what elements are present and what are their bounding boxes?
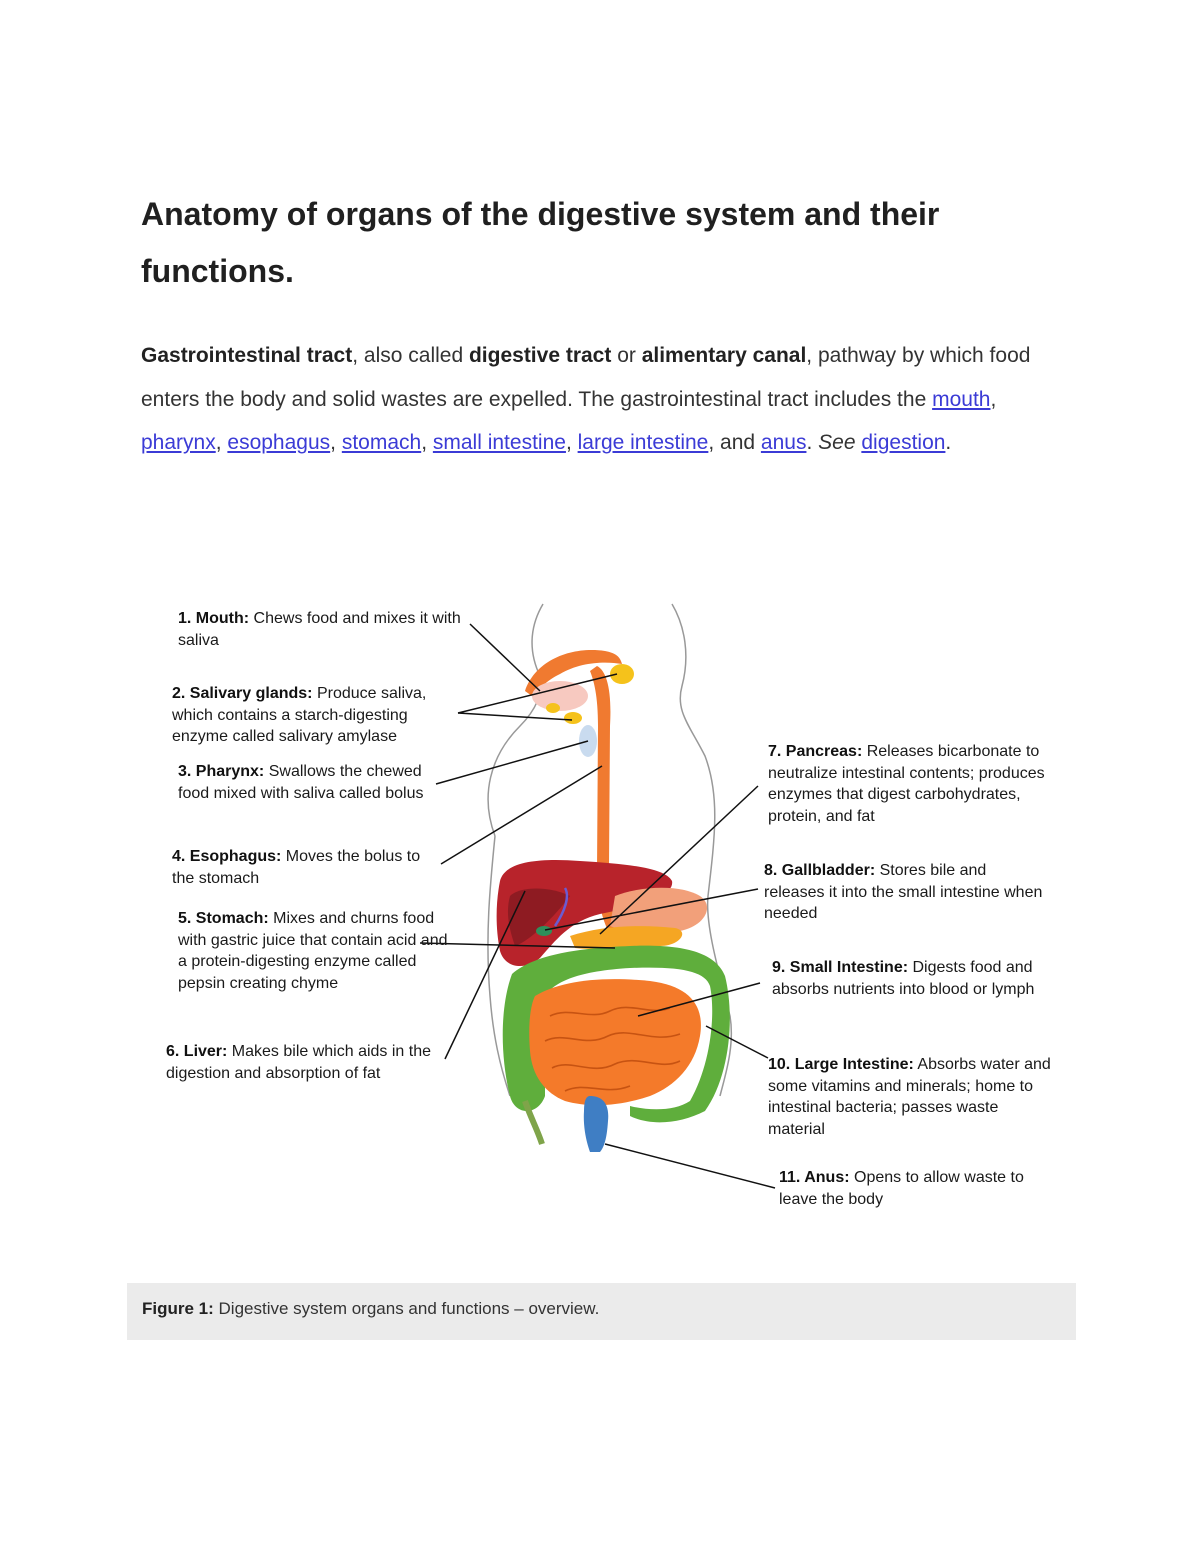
label-liver: 6. Liver: Makes bile which aids in the d… bbox=[166, 1041, 448, 1084]
link-esophagus[interactable]: esophagus bbox=[227, 431, 331, 454]
label-title: 8. Gallbladder: bbox=[764, 862, 876, 879]
label-text: Mixes and churns food with gastric juice… bbox=[178, 910, 448, 992]
leader-line bbox=[705, 1025, 769, 1059]
digestive-system-diagram bbox=[419, 603, 776, 1189]
label-mouth: 1. Mouth: Chews food and mixes it with s… bbox=[178, 608, 468, 651]
link-pharynx[interactable]: pharynx bbox=[141, 431, 216, 454]
label-small-intestine: 9. Small Intestine: Digests food and abs… bbox=[772, 957, 1044, 1000]
rectum bbox=[583, 1096, 609, 1152]
separator: , bbox=[990, 387, 997, 411]
link-small-intestine[interactable]: small intestine bbox=[432, 431, 566, 454]
separator: , bbox=[215, 431, 228, 454]
label-title: 9. Small Intestine: bbox=[772, 959, 909, 976]
separator: , and bbox=[708, 431, 761, 454]
separator: . bbox=[806, 431, 813, 454]
see-text: See bbox=[818, 431, 856, 454]
leader-line bbox=[604, 1143, 776, 1189]
separator: , bbox=[565, 431, 578, 454]
label-text: Absorbs water and some vitamins and mine… bbox=[768, 1056, 1051, 1138]
salivary-gland bbox=[610, 664, 634, 684]
label-salivary-glands: 2. Salivary glands: Produce saliva, whic… bbox=[172, 683, 462, 748]
label-text: Stores bile and releases it into the sma… bbox=[764, 862, 1043, 922]
term-gastrointestinal-tract: Gastrointestinal tract bbox=[141, 344, 353, 367]
digestive-system-figure: 1. Mouth: Chews food and mixes it with s… bbox=[160, 596, 1060, 1216]
label-title: 3. Pharynx: bbox=[178, 763, 265, 780]
label-title: 6. Liver: bbox=[166, 1043, 228, 1060]
small-intestine bbox=[529, 979, 701, 1106]
label-pancreas: 7. Pancreas: Releases bicarbonate to neu… bbox=[768, 741, 1058, 827]
label-text: Chews food and mixes it with saliva bbox=[178, 610, 461, 649]
label-title: 5. Stomach: bbox=[178, 910, 269, 927]
body-outline bbox=[487, 835, 511, 1097]
leader-line bbox=[419, 942, 616, 949]
bile-duct bbox=[553, 887, 569, 927]
term-digestive-tract: digestive tract bbox=[468, 344, 612, 367]
caption-text: Digestive system organs and functions – … bbox=[213, 1299, 600, 1318]
appendix bbox=[522, 1100, 545, 1145]
leader-lines bbox=[419, 623, 776, 1189]
label-text: Produce saliva, which contains a starch-… bbox=[172, 685, 427, 745]
label-stomach: 5. Stomach: Mixes and churns food with g… bbox=[178, 908, 450, 994]
leader-line bbox=[544, 888, 759, 931]
leader-line bbox=[444, 890, 526, 1060]
separator: , bbox=[421, 431, 433, 454]
gallbladder bbox=[536, 926, 552, 936]
label-esophagus: 4. Esophagus: Moves the bolus to the sto… bbox=[172, 846, 444, 889]
intro-text: , pathway by which food enters the body … bbox=[141, 344, 1031, 411]
link-mouth[interactable]: mouth bbox=[932, 387, 991, 411]
caption-label: Figure 1: bbox=[142, 1299, 214, 1318]
liver bbox=[496, 860, 673, 967]
mouth-cavity bbox=[532, 681, 588, 711]
label-title: 2. Salivary glands: bbox=[172, 685, 313, 702]
figure-caption: Figure 1: Digestive system organs and fu… bbox=[127, 1283, 1076, 1340]
leader-line bbox=[637, 982, 761, 1017]
liver-lobe bbox=[507, 888, 570, 946]
label-text: Moves the bolus to the stomach bbox=[172, 848, 421, 887]
leader-line bbox=[457, 673, 618, 714]
leader-line bbox=[435, 740, 589, 785]
leader-line bbox=[457, 712, 573, 721]
term-alimentary-canal: alimentary canal bbox=[641, 344, 807, 367]
label-title: 4. Esophagus: bbox=[172, 848, 282, 865]
body-outline bbox=[487, 603, 544, 837]
salivary-gland bbox=[546, 703, 560, 713]
label-text: Releases bicarbonate to neutralize intes… bbox=[768, 743, 1045, 825]
intro-paragraph: Gastrointestinal tract, also called dige… bbox=[141, 334, 1056, 465]
label-gallbladder: 8. Gallbladder: Stores bile and releases… bbox=[764, 860, 1044, 925]
salivary-gland bbox=[564, 712, 582, 724]
label-text: Swallows the chewed food mixed with sali… bbox=[178, 763, 424, 802]
label-text: Digests food and absorbs nutrients into … bbox=[772, 959, 1035, 998]
leader-line bbox=[440, 765, 603, 865]
label-pharynx: 3. Pharynx: Swallows the chewed food mix… bbox=[178, 761, 440, 804]
link-large-intestine[interactable]: large intestine bbox=[577, 431, 709, 454]
link-stomach[interactable]: stomach bbox=[341, 431, 422, 454]
label-large-intestine: 10. Large Intestine: Absorbs water and s… bbox=[768, 1054, 1058, 1140]
stomach bbox=[610, 887, 708, 934]
small-intestine-folds bbox=[544, 1006, 681, 1092]
nasal-cavity bbox=[525, 650, 622, 696]
label-title: 7. Pancreas: bbox=[768, 743, 863, 760]
label-text: Makes bile which aids in the digestion a… bbox=[166, 1043, 432, 1082]
label-title: 11. Anus: bbox=[779, 1169, 850, 1186]
label-text: Opens to allow waste to leave the body bbox=[779, 1169, 1024, 1208]
link-anus[interactable]: anus bbox=[760, 431, 807, 454]
separator: , bbox=[330, 431, 342, 454]
intro-text: , also called bbox=[352, 344, 469, 367]
body-outline bbox=[671, 603, 733, 1097]
separator: . bbox=[945, 431, 952, 454]
intro-text: or bbox=[611, 344, 642, 367]
leader-line bbox=[469, 623, 541, 692]
pancreas bbox=[570, 926, 683, 949]
label-anus: 11. Anus: Opens to allow waste to leave … bbox=[779, 1167, 1049, 1210]
leader-line bbox=[599, 785, 759, 935]
page-title: Anatomy of organs of the digestive syste… bbox=[141, 196, 940, 289]
label-title: 1. Mouth: bbox=[178, 610, 250, 627]
link-digestion[interactable]: digestion bbox=[861, 431, 946, 454]
label-title: 10. Large Intestine: bbox=[768, 1056, 914, 1073]
